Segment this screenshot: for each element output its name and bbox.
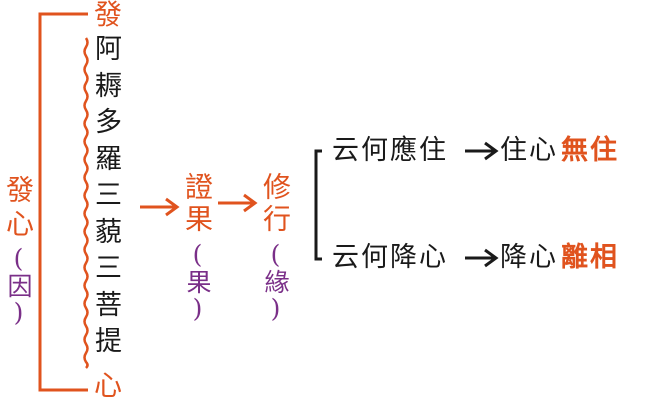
bottom-answer-prefix: 降心 [500,242,558,273]
left-bottom-char: 心 [94,369,123,402]
column-char: 阿 [95,34,122,65]
node2-text: 修行 [259,172,292,236]
node1-paren: (果) [183,240,212,323]
node2-paren: (緣) [261,240,290,323]
bottom-answer-key: 離相 [561,242,619,273]
right-bracket [314,149,322,261]
left-bracket [38,12,88,392]
column-char: 羅 [95,143,122,175]
column-char: 三 [95,180,122,211]
bottom-question: 云何降心 [332,242,448,273]
arrow-to-node1 [140,197,180,217]
side-paren: (因) [4,244,33,327]
column-char: 提 [95,326,122,357]
arrow-bottom-row [465,248,499,268]
column-char: 藐 [95,216,122,248]
wavy-line [83,37,89,369]
column-char: 三 [95,253,122,284]
node1-text: 證果 [181,172,214,236]
column-char: 菩 [95,289,122,321]
arrow-to-node2 [218,193,258,213]
side-label: 發心 [2,175,35,243]
top-answer-key: 無住 [561,135,619,166]
top-answer-prefix: 住心 [500,135,558,166]
top-question: 云何應住 [332,135,448,166]
left-top-char: 發 [94,0,123,31]
column-char: 多 [95,107,122,138]
arrow-top-row [465,141,499,161]
column-char: 耨 [95,70,122,102]
